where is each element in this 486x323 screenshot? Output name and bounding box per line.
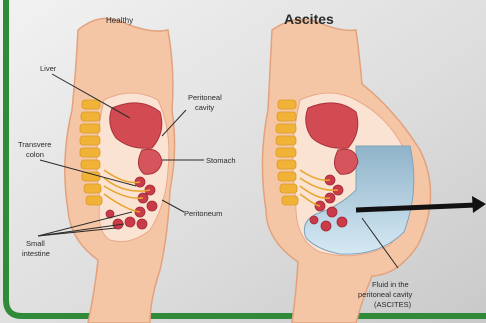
- label-small-intestine-2: intestine: [22, 249, 50, 258]
- label-peritoneal-1: Peritoneal: [188, 93, 222, 102]
- label-peritoneal-2: cavity: [195, 103, 214, 112]
- label-fluid-2: peritoneal cavity: [358, 290, 412, 299]
- label-fluid-1: Fluid in the: [372, 280, 409, 289]
- label-fluid-3: (ASCITES): [374, 300, 412, 309]
- label-liver: Liver: [40, 64, 57, 73]
- title-ascites: Ascites: [284, 11, 334, 27]
- label-peritoneum: Peritoneum: [184, 209, 222, 218]
- label-colon-2: colon: [26, 150, 44, 159]
- label-stomach: Stomach: [206, 156, 236, 165]
- label-colon-1: Transvere: [18, 140, 51, 149]
- label-small-intestine-1: Small: [26, 239, 45, 248]
- title-healthy: Healthy: [106, 16, 133, 25]
